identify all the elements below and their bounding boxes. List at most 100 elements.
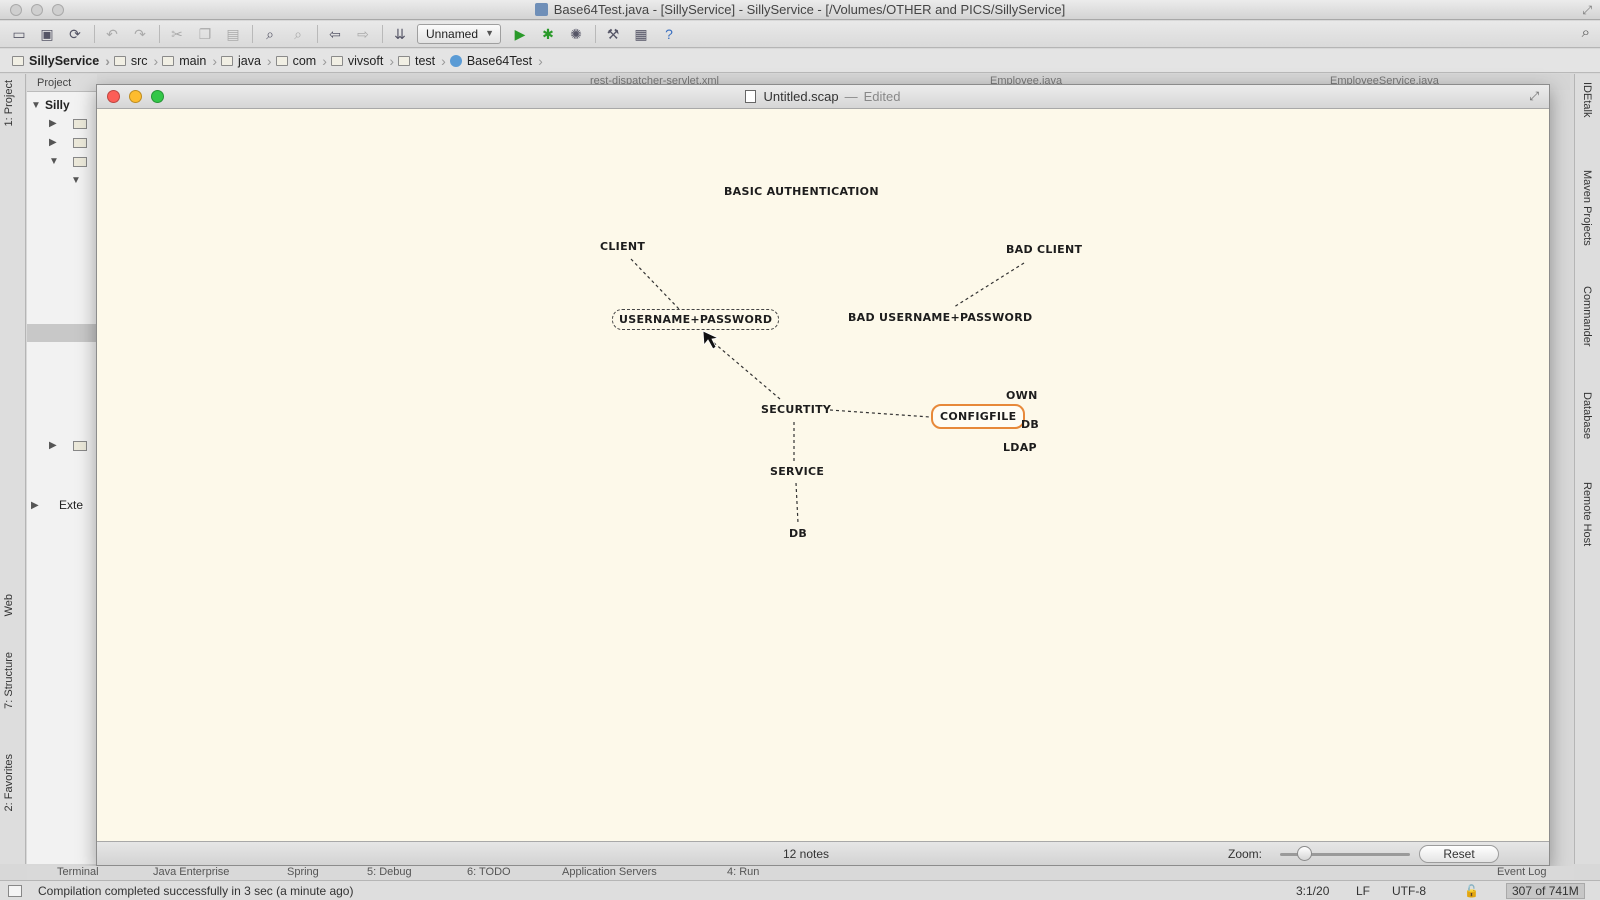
run-icon[interactable]: ▶ [514, 25, 526, 42]
note-username-password[interactable]: USERNAME+PASSWORD [612, 309, 780, 330]
tab-idetalk[interactable]: IDEtalk [1581, 82, 1593, 118]
tab-run[interactable]: 4: Run [727, 866, 760, 878]
note-own[interactable]: OWN [1006, 389, 1038, 402]
zoom-slider-track[interactable] [1280, 853, 1410, 856]
note-title[interactable]: BASIC AUTHENTICATION [724, 185, 879, 198]
tree-row[interactable]: ▶ [31, 118, 87, 129]
tab-project[interactable]: 1: Project [3, 80, 15, 127]
debug-icon[interactable]: ✱ [542, 25, 554, 42]
document-state: Edited [863, 89, 901, 104]
redo-icon[interactable]: ↷ [134, 25, 146, 42]
breadcrumb-item[interactable]: com› [275, 53, 327, 69]
tree-row[interactable]: ▼Silly [31, 98, 70, 112]
tab-spring[interactable]: Spring [287, 866, 319, 878]
lock-icon[interactable]: 🔓 [1464, 884, 1479, 898]
tool-windows-toggle-icon[interactable] [8, 885, 22, 897]
maximize-button[interactable] [151, 90, 164, 103]
caret-position[interactable]: 3:1/20 [1296, 884, 1330, 898]
run-configuration-select[interactable]: Unnamed ▼ [417, 24, 502, 44]
memory-indicator[interactable]: 307 of 741M [1506, 883, 1585, 899]
make-project-icon[interactable]: ⇊ [394, 25, 406, 42]
tab-database[interactable]: Database [1581, 392, 1593, 440]
note-bad-client[interactable]: BAD CLIENT [1006, 243, 1083, 256]
forward-icon[interactable]: ⇨ [357, 25, 369, 42]
bottom-tool-tabs: Terminal Java Enterprise Spring 5: Debug… [27, 866, 1574, 880]
tab-java-enterprise[interactable]: Java Enterprise [153, 866, 230, 878]
package-icon [330, 55, 343, 66]
sync-icon[interactable]: ⟳ [69, 25, 81, 42]
tab-structure[interactable]: 7: Structure [3, 652, 15, 709]
project-structure-icon[interactable]: ▦ [634, 25, 648, 42]
selected-tree-row[interactable] [27, 324, 97, 342]
tree-row[interactable]: ▶ [31, 440, 87, 451]
breadcrumb-item[interactable]: test› [398, 53, 446, 69]
tab-maven-projects[interactable]: Maven Projects [1581, 170, 1593, 246]
notes-canvas[interactable]: BASIC AUTHENTICATION CLIENT BAD CLIENT U… [97, 109, 1549, 841]
save-icon[interactable]: ▣ [40, 25, 54, 42]
help-icon[interactable]: ? [665, 26, 673, 42]
ide-maximize-button[interactable] [52, 4, 64, 16]
tab-commander[interactable]: Commander [1581, 286, 1593, 347]
chevron-down-icon[interactable]: ▼ [71, 175, 81, 186]
tab-favorites[interactable]: 2: Favorites [3, 754, 15, 812]
replace-icon[interactable]: ⌕ [294, 25, 302, 42]
note-security[interactable]: SECURTITY [761, 403, 832, 416]
settings-wrench-icon[interactable]: ⚒ [606, 25, 620, 42]
note-service[interactable]: SERVICE [770, 465, 825, 478]
tree-row[interactable]: ▶ [31, 137, 87, 148]
expand-icon[interactable]: ⤢ [1529, 89, 1539, 103]
breadcrumb-item[interactable]: Base64Test› [449, 53, 543, 69]
chevron-right-icon[interactable]: ▶ [49, 118, 57, 129]
cut-icon[interactable]: ✂ [171, 25, 183, 42]
tab-terminal[interactable]: Terminal [57, 866, 99, 878]
toolbar-divider [595, 25, 597, 43]
note-db-service[interactable]: DB [789, 527, 808, 540]
breadcrumb-item[interactable]: java› [220, 53, 272, 69]
tab-application-servers[interactable]: Application Servers [562, 866, 657, 878]
tab-debug[interactable]: 5: Debug [367, 866, 412, 878]
fullscreen-icon[interactable]: ⤢ [1582, 3, 1592, 17]
copy-icon[interactable]: ❐ [198, 25, 212, 42]
breadcrumb-item[interactable]: vivsoft› [330, 53, 394, 69]
toolbar-divider [317, 25, 318, 43]
minimize-button[interactable] [129, 90, 142, 103]
note-configfile[interactable]: CONFIGFILE [931, 404, 1026, 429]
close-button[interactable] [107, 90, 120, 103]
chevron-right-icon[interactable]: ▶ [31, 499, 39, 511]
search-everywhere-icon[interactable]: ⌕ [1581, 24, 1590, 41]
connector-lines [630, 258, 1025, 524]
note-client[interactable]: CLIENT [600, 240, 646, 253]
tab-event-log[interactable]: Event Log [1497, 866, 1547, 878]
find-icon[interactable]: ⌕ [266, 25, 274, 42]
breadcrumb-item[interactable]: SillyService› [12, 53, 110, 69]
tree-row[interactable]: ▼ [31, 175, 85, 186]
project-folder-icon [12, 55, 24, 66]
undo-icon[interactable]: ↶ [106, 25, 118, 42]
tab-todo[interactable]: 6: TODO [467, 866, 511, 878]
ide-window-controls[interactable] [10, 4, 64, 16]
file-encoding[interactable]: UTF-8 [1392, 884, 1426, 898]
zoom-slider-thumb[interactable] [1297, 846, 1313, 861]
coverage-icon[interactable]: ✺ [570, 25, 582, 42]
paste-icon[interactable]: ▤ [226, 25, 240, 42]
open-folder-icon[interactable]: ▭ [12, 25, 26, 42]
chevron-down-icon[interactable]: ▼ [49, 156, 59, 167]
tab-web[interactable]: Web [3, 594, 15, 617]
tree-row[interactable]: ▼ [31, 156, 87, 167]
tab-remote-host[interactable]: Remote Host [1581, 482, 1593, 547]
chevron-down-icon[interactable]: ▼ [31, 99, 41, 111]
back-icon[interactable]: ⇦ [329, 25, 341, 42]
ide-minimize-button[interactable] [31, 4, 43, 16]
note-bad-username-password[interactable]: BAD USERNAME+PASSWORD [848, 311, 1033, 324]
line-separator[interactable]: LF [1356, 884, 1371, 898]
chevron-right-icon[interactable]: ▶ [49, 137, 57, 148]
reset-zoom-button[interactable]: Reset [1419, 845, 1499, 863]
ide-close-button[interactable] [10, 4, 22, 16]
note-ldap[interactable]: LDAP [1003, 441, 1037, 454]
toolbar-divider [159, 25, 160, 43]
breadcrumb-item[interactable]: src› [113, 53, 158, 69]
tree-row[interactable]: ▶Exte [31, 498, 84, 512]
chevron-right-icon[interactable]: ▶ [49, 440, 57, 451]
note-db-config[interactable]: DB [1021, 418, 1040, 431]
breadcrumb-item[interactable]: main› [162, 53, 217, 69]
